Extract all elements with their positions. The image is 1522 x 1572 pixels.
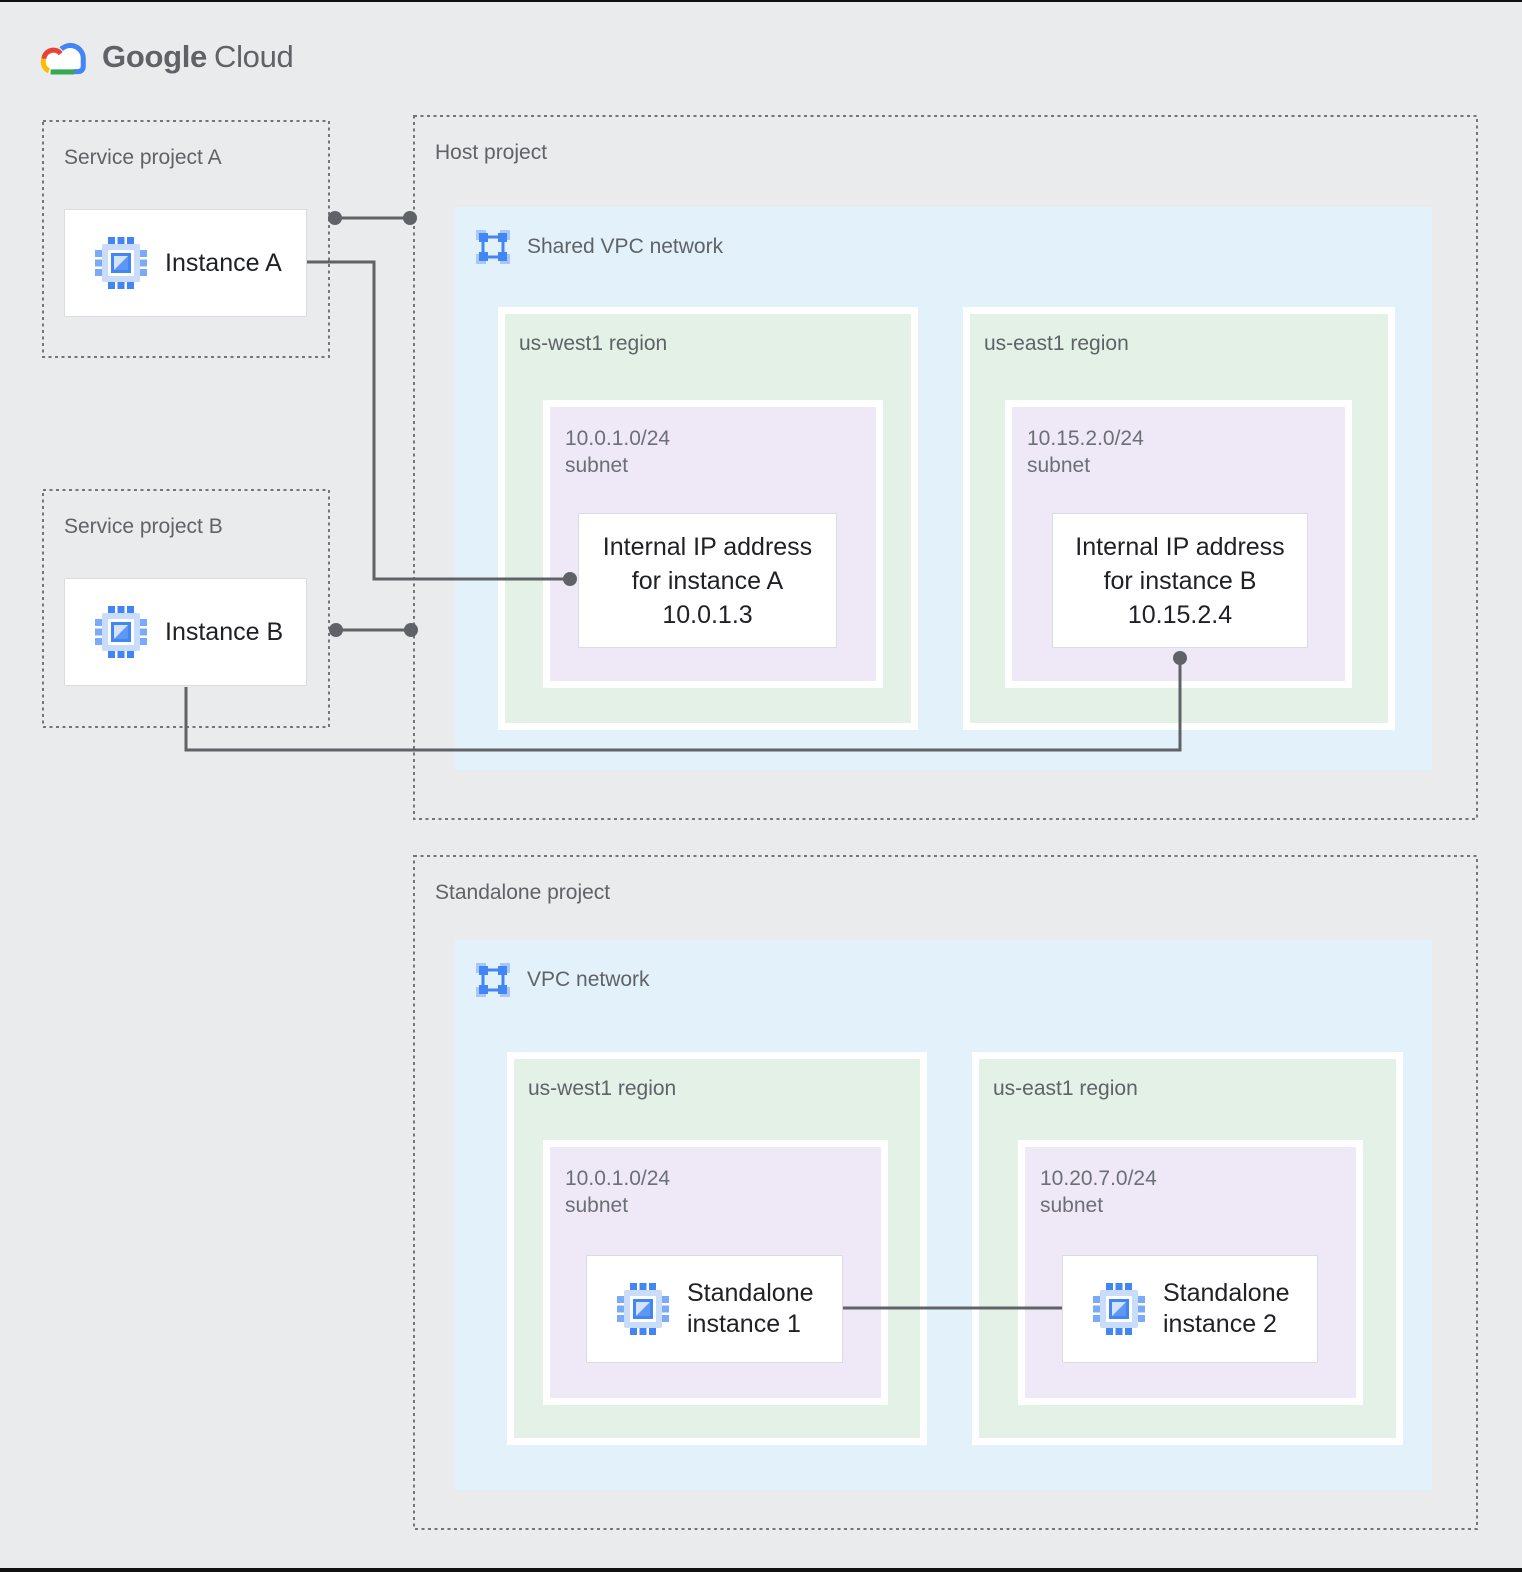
host-region-us-east1-label: us-east1 region — [984, 332, 1129, 355]
standalone-instance-2-label: Standalone instance 2 — [1163, 1278, 1290, 1340]
host-project-label: Host project — [435, 141, 548, 164]
standalone-project: Standalone project VPC network us-west1 … — [413, 855, 1478, 1530]
ip-line-2: for instance A — [631, 566, 784, 595]
host-subnet-us-east1: 10.15.2.0/24 subnet Internal IP address … — [1005, 400, 1352, 688]
compute-instance-icon — [1093, 1283, 1145, 1335]
standalone-subnet-us-west1-label: 10.0.1.0/24 subnet — [565, 1165, 670, 1219]
standalone-instance-1-card: Standalone instance 1 — [586, 1255, 843, 1363]
compute-instance-icon — [617, 1283, 669, 1335]
subnet-cidr: 10.15.2.0/24 — [1027, 427, 1144, 450]
vpc-network-icon — [475, 962, 511, 998]
instance-a-label: Instance A — [165, 248, 282, 277]
standalone-region-us-east1: us-east1 region 10.20.7.0/24 subnet Stan… — [972, 1052, 1403, 1445]
ip-line-3: 10.15.2.4 — [1127, 600, 1233, 629]
subnet-cidr: 10.20.7.0/24 — [1040, 1167, 1157, 1190]
top-border-line — [0, 0, 1522, 2]
instance-a-card: Instance A — [64, 209, 307, 317]
instance-b-label: Instance B — [165, 617, 284, 646]
host-subnet-us-west1: 10.0.1.0/24 subnet Internal IP address f… — [543, 400, 883, 688]
instance-line-1: Standalone — [1163, 1279, 1290, 1307]
service-project-b-label: Service project B — [64, 515, 223, 538]
logo-brand-text: Google — [102, 39, 207, 74]
service-project-a: Service project A Instance A — [42, 120, 330, 358]
standalone-project-label: Standalone project — [435, 881, 611, 904]
standalone-subnet-us-west1: 10.0.1.0/24 subnet Standalone instance 1 — [543, 1140, 888, 1405]
google-cloud-cloud-icon — [40, 42, 86, 75]
instance-line-2: instance 1 — [687, 1310, 801, 1338]
subnet-word: subnet — [1040, 1194, 1104, 1217]
ip-line-1: Internal IP address — [602, 532, 813, 561]
standalone-instance-2-card: Standalone instance 2 — [1062, 1255, 1318, 1363]
subnet-word: subnet — [565, 454, 629, 477]
service-project-a-label: Service project A — [64, 146, 222, 169]
bottom-border-line — [0, 1568, 1522, 1572]
vpc-network-header: VPC network — [475, 962, 650, 998]
compute-instance-icon — [95, 237, 147, 289]
standalone-subnet-us-east1-label: 10.20.7.0/24 subnet — [1040, 1165, 1157, 1219]
vpc-network-label: VPC network — [527, 968, 650, 991]
instance-line-1: Standalone — [687, 1279, 814, 1307]
shared-vpc-network-label: Shared VPC network — [527, 235, 724, 258]
standalone-subnet-us-east1: 10.20.7.0/24 subnet Standalone instance … — [1018, 1140, 1363, 1405]
standalone-region-us-west1: us-west1 region 10.0.1.0/24 subnet Stand… — [507, 1052, 927, 1445]
service-project-b: Service project B Instance B — [42, 489, 330, 728]
host-subnet-us-east1-label: 10.15.2.0/24 subnet — [1027, 425, 1144, 479]
instance-b-card: Instance B — [64, 578, 307, 686]
host-region-us-west1: us-west1 region 10.0.1.0/24 subnet Inter… — [498, 307, 918, 730]
shared-vpc-network-header: Shared VPC network — [475, 229, 723, 265]
standalone-region-us-east1-label: us-east1 region — [993, 1077, 1138, 1100]
subnet-cidr: 10.0.1.0/24 — [565, 427, 671, 450]
logo-product-text: Cloud — [213, 39, 294, 74]
host-region-us-west1-label: us-west1 region — [519, 332, 668, 355]
standalone-region-us-west1-label: us-west1 region — [528, 1077, 677, 1100]
vpc-network-box: VPC network us-west1 region 10.0.1.0/24 … — [455, 940, 1432, 1490]
connector-endpoint-dot — [329, 623, 343, 637]
vpc-network-icon — [475, 229, 511, 265]
compute-instance-icon — [95, 606, 147, 658]
host-region-us-east1: us-east1 region 10.15.2.0/24 subnet Inte… — [963, 307, 1395, 730]
internal-ip-instance-b-card: Internal IP address for instance B 10.15… — [1052, 513, 1308, 648]
subnet-word: subnet — [1027, 454, 1091, 477]
standalone-instance-1-label: Standalone instance 1 — [687, 1278, 814, 1340]
ip-line-3: 10.0.1.3 — [662, 600, 753, 629]
connector-endpoint-dot — [328, 211, 342, 225]
host-project: Host project Shared VPC network us-west1… — [413, 115, 1478, 820]
instance-line-2: instance 2 — [1163, 1310, 1277, 1338]
ip-line-2: for instance B — [1103, 566, 1257, 595]
host-subnet-us-west1-label: 10.0.1.0/24 subnet — [565, 425, 670, 479]
ip-line-1: Internal IP address — [1075, 532, 1285, 561]
internal-ip-instance-a-card: Internal IP address for instance A 10.0.… — [578, 513, 837, 648]
shared-vpc-network-box: Shared VPC network us-west1 region 10.0.… — [455, 207, 1432, 770]
subnet-word: subnet — [565, 1194, 629, 1217]
subnet-cidr: 10.0.1.0/24 — [565, 1167, 671, 1190]
